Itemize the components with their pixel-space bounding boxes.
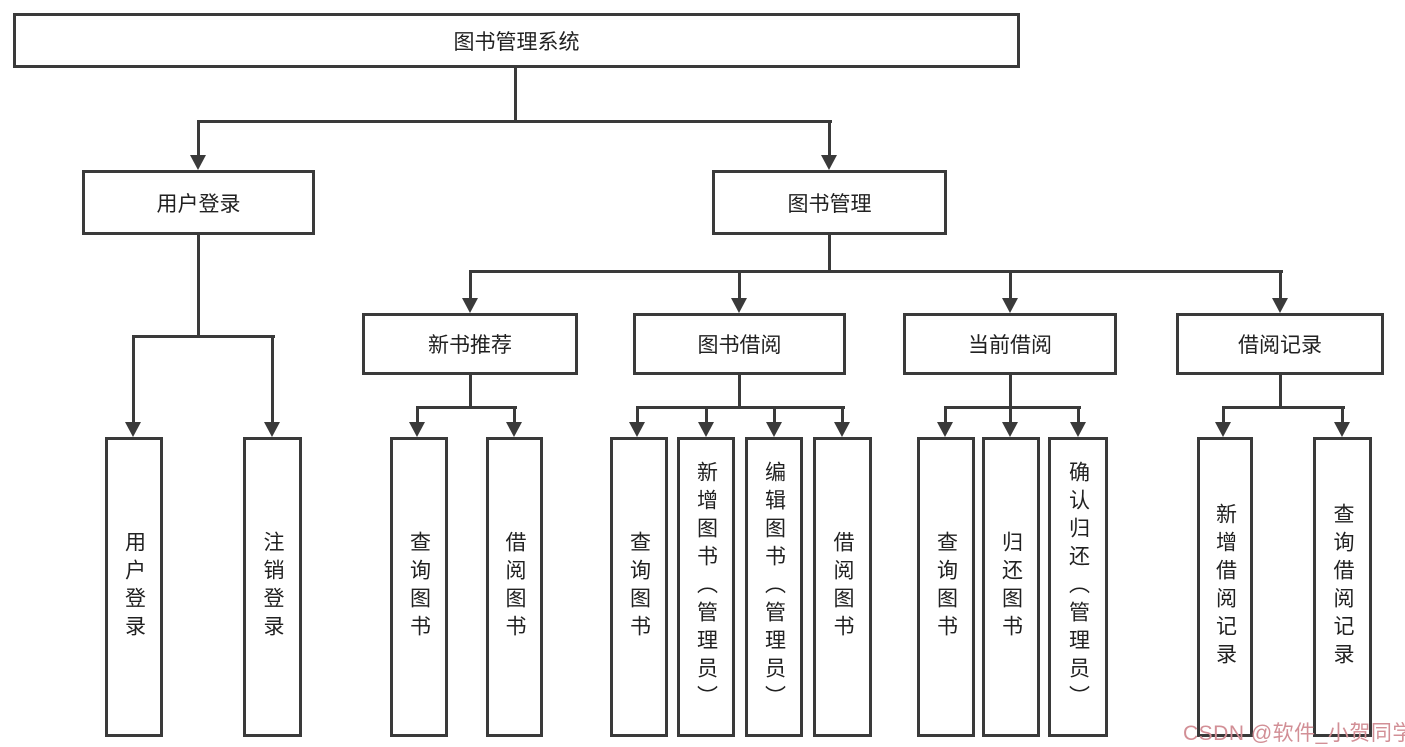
arrow-currentborrow-leaf-1 [937, 406, 953, 437]
connector-level2-rail [197, 120, 832, 123]
connector-mgmt-stem [828, 233, 831, 273]
arrow-to-leaf-user-login [125, 335, 141, 437]
connector-borrowrecord-rail [1222, 406, 1345, 409]
arrow-to-new-book-rec [462, 270, 478, 313]
leaf-borrow-borrow-books: 借阅图书 [813, 437, 872, 737]
arrow-newbook-leaf-2 [506, 406, 522, 437]
leaf-record-add-record: 新增借阅记录 [1197, 437, 1253, 737]
arrow-to-borrow-record [1272, 270, 1288, 313]
connector-currentborrow-stem [1009, 373, 1012, 409]
connector-user-stem [197, 233, 200, 337]
leaf-newbook-borrow-books: 借阅图书 [486, 437, 543, 737]
arrow-bookborrow-leaf-4 [834, 406, 850, 437]
arrow-to-user-login [190, 120, 206, 170]
leaf-current-confirm-return-admin: 确认归还（管理员） [1048, 437, 1108, 737]
connector-bookborrow-stem [738, 373, 741, 409]
leaf-borrow-add-books-admin: 新增图书（管理员） [677, 437, 735, 737]
connector-newbook-stem [469, 373, 472, 409]
leaf-record-query-record: 查询借阅记录 [1313, 437, 1372, 737]
connector-user-rail [132, 335, 275, 338]
connector-newbook-rail [416, 406, 517, 409]
arrow-newbook-leaf-1 [409, 406, 425, 437]
arrow-currentborrow-leaf-2 [1002, 406, 1018, 437]
node-borrow-record: 借阅记录 [1176, 313, 1384, 375]
leaf-current-return-books: 归还图书 [982, 437, 1040, 737]
node-book-borrow: 图书借阅 [633, 313, 846, 375]
arrow-to-current-borrow [1002, 270, 1018, 313]
node-new-book-rec: 新书推荐 [362, 313, 578, 375]
arrow-bookborrow-leaf-2 [698, 406, 714, 437]
node-root-system: 图书管理系统 [13, 13, 1020, 68]
arrow-bookborrow-leaf-1 [629, 406, 645, 437]
connector-currentborrow-rail [944, 406, 1081, 409]
arrow-currentborrow-leaf-3 [1070, 406, 1086, 437]
node-book-mgmt: 图书管理 [712, 170, 947, 235]
arrow-to-leaf-logout [264, 335, 280, 437]
leaf-borrow-query-books: 查询图书 [610, 437, 668, 737]
arrow-to-book-borrow [731, 270, 747, 313]
leaf-logout: 注销登录 [243, 437, 302, 737]
arrow-to-book-mgmt [821, 120, 837, 170]
arrow-borrowrecord-leaf-2 [1334, 406, 1350, 437]
node-user-login: 用户登录 [82, 170, 315, 235]
connector-bookborrow-rail [636, 406, 845, 409]
arrow-borrowrecord-leaf-1 [1215, 406, 1231, 437]
leaf-current-query-books: 查询图书 [917, 437, 975, 737]
leaf-borrow-edit-books-admin: 编辑图书（管理员） [745, 437, 803, 737]
csdn-watermark: CSDN @软件_小贺同学 [1183, 722, 1405, 745]
connector-level3-rail [469, 270, 1283, 273]
connector-borrowrecord-stem [1279, 373, 1282, 409]
connector-root-stem [514, 68, 517, 122]
node-current-borrow: 当前借阅 [903, 313, 1117, 375]
arrow-bookborrow-leaf-3 [766, 406, 782, 437]
leaf-user-login: 用户登录 [105, 437, 163, 737]
leaf-newbook-query-books: 查询图书 [390, 437, 448, 737]
